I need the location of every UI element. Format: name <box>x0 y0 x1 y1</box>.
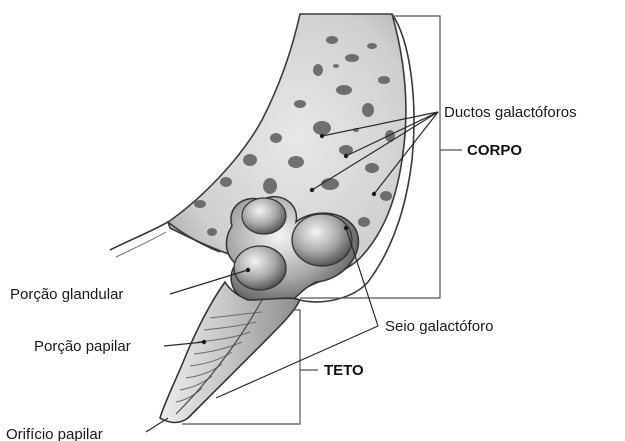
label-corpo: CORPO <box>467 142 522 159</box>
cistern-lobe-upper <box>242 198 286 234</box>
label-porcao-glandular: Porção glandular <box>10 286 123 303</box>
label-seio-galactoforo: Seio galactóforo <box>385 318 493 335</box>
label-porcao-papilar: Porção papilar <box>34 338 131 355</box>
glandular-portion-lobe <box>234 246 286 290</box>
label-orificio-papilar: Orifício papilar <box>6 426 103 441</box>
label-ductos-galactoforos: Ductos galactóforos <box>444 104 577 121</box>
teat <box>160 282 300 423</box>
label-teto: TETO <box>324 362 364 379</box>
cistern-lobe-right <box>292 214 352 266</box>
